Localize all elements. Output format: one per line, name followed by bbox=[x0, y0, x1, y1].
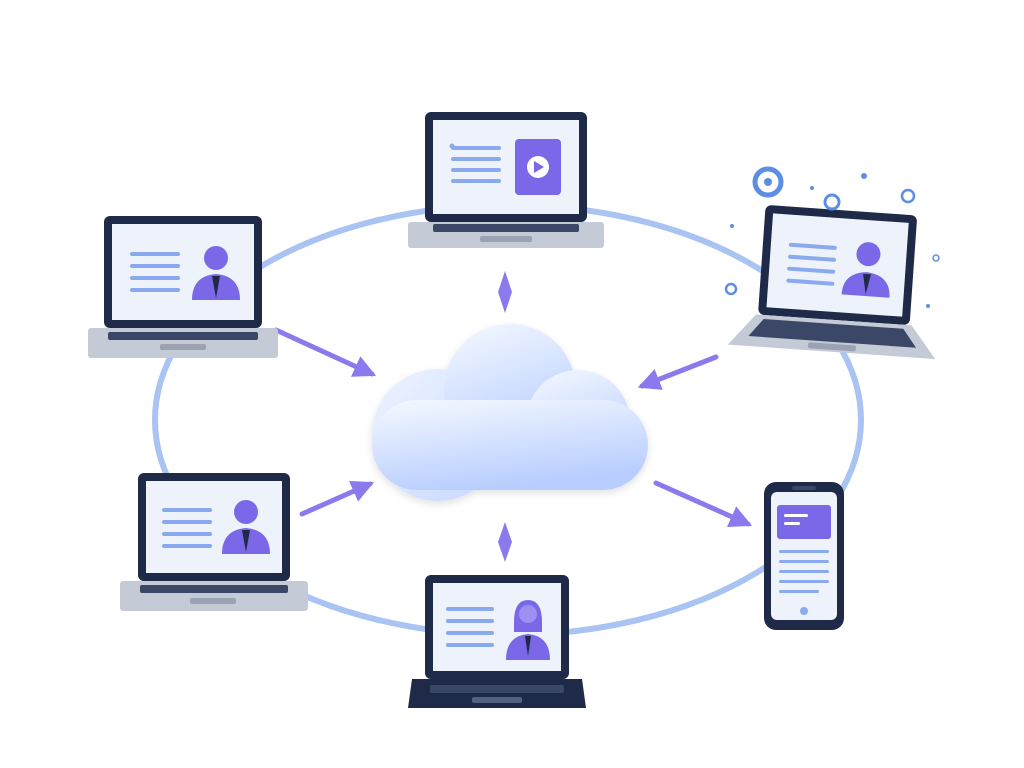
laptop-bottom-left bbox=[120, 473, 308, 611]
laptop-top-right bbox=[724, 166, 940, 360]
play-icon bbox=[515, 139, 561, 195]
arrow-cloud-to-phone bbox=[653, 480, 753, 527]
text-lines bbox=[786, 242, 837, 286]
cloud-icon bbox=[372, 324, 648, 501]
male-user-icon bbox=[841, 242, 890, 298]
diamond-top-connector bbox=[498, 271, 512, 313]
laptop-top-left bbox=[88, 216, 278, 358]
floating-decorations bbox=[724, 166, 940, 308]
smartphone-bottom-right bbox=[764, 482, 844, 630]
female-user-icon bbox=[506, 600, 550, 660]
laptop-bottom-center bbox=[408, 575, 586, 708]
male-user-icon bbox=[222, 500, 270, 554]
home-button-icon bbox=[800, 607, 808, 615]
text-lines bbox=[130, 252, 180, 292]
male-user-icon bbox=[192, 246, 240, 300]
text-lines bbox=[449, 143, 501, 183]
diamond-bottom-connector bbox=[498, 522, 512, 562]
arrow-top-right-to-cloud bbox=[637, 354, 719, 390]
connection-arrows bbox=[273, 271, 753, 562]
text-lines bbox=[446, 607, 494, 647]
arrow-top-left-to-cloud bbox=[273, 327, 377, 377]
text-lines bbox=[779, 550, 829, 593]
arrow-bottom-left-to-cloud bbox=[299, 480, 375, 517]
laptop-top-center bbox=[408, 112, 604, 248]
text-lines bbox=[162, 508, 212, 548]
